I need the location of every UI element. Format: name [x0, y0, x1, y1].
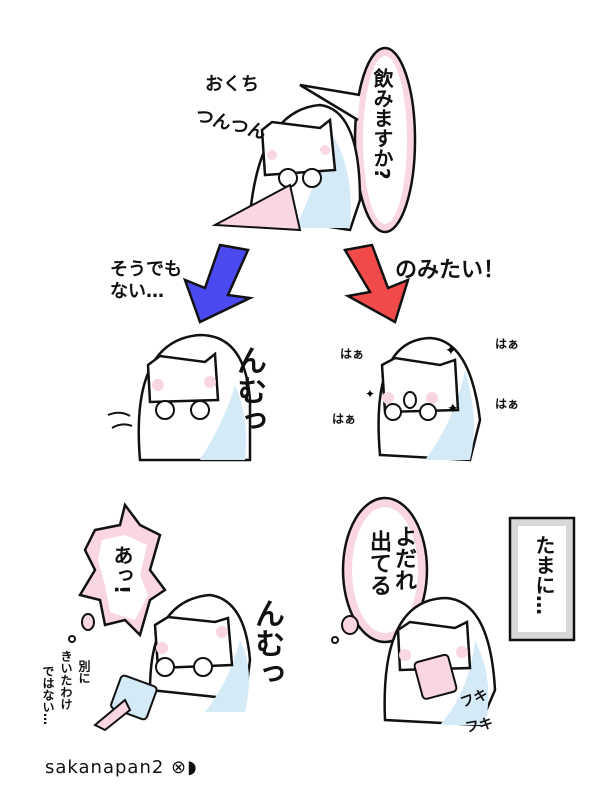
- sfx-mumu-bottom: んむっ: [249, 598, 284, 688]
- speech-bottom-col2: 出てる: [366, 530, 391, 596]
- shout-text: あっ!: [110, 545, 134, 595]
- sfx-mumu-mid: んむっ: [231, 345, 266, 435]
- character-top: [211, 103, 362, 232]
- speech-bubble-top: [299, 46, 417, 234]
- sfx-haa-1: はぁ: [340, 347, 365, 361]
- choice-right-label: のみたい！: [395, 258, 506, 283]
- character-bottom-right: [383, 596, 497, 727]
- shout-bubble: [68, 502, 167, 643]
- svg-text:✦: ✦: [365, 387, 375, 401]
- speech-bottom-col1: よだれ: [391, 525, 416, 591]
- aside-col1: 別に: [77, 660, 91, 684]
- speech-top-text: 飲みますか?: [370, 68, 394, 180]
- arrow-down-red: [343, 243, 410, 324]
- arrow-down-blue: [182, 243, 255, 324]
- character-mid-right: ✦ ✦ ✦: [365, 336, 482, 462]
- sfx-haa-4: はぁ: [332, 412, 357, 426]
- sfx-poke-line1: おくち: [205, 74, 259, 95]
- signature: sakanapan2 ⊗◗: [45, 757, 198, 778]
- character-mid-left: [107, 333, 252, 462]
- aside-col3: ではない…: [41, 665, 55, 725]
- choice-left-line2: ない…: [110, 281, 164, 302]
- caption-text: たまに…: [532, 535, 556, 615]
- sfx-haa-3: はぁ: [495, 397, 520, 411]
- fish-logo-icon: ⊗◗: [164, 757, 198, 778]
- svg-text:✦: ✦: [445, 343, 457, 359]
- sfx-haa-2: はぁ: [495, 337, 520, 351]
- speech-bubble-bottom: [331, 496, 429, 644]
- aside-col2: きいたわけ: [59, 650, 73, 710]
- signature-text: sakanapan2: [45, 757, 165, 778]
- choice-left-line1: そうでも: [110, 259, 182, 280]
- character-bottom-left: [93, 593, 252, 732]
- svg-text:✦: ✦: [447, 401, 459, 417]
